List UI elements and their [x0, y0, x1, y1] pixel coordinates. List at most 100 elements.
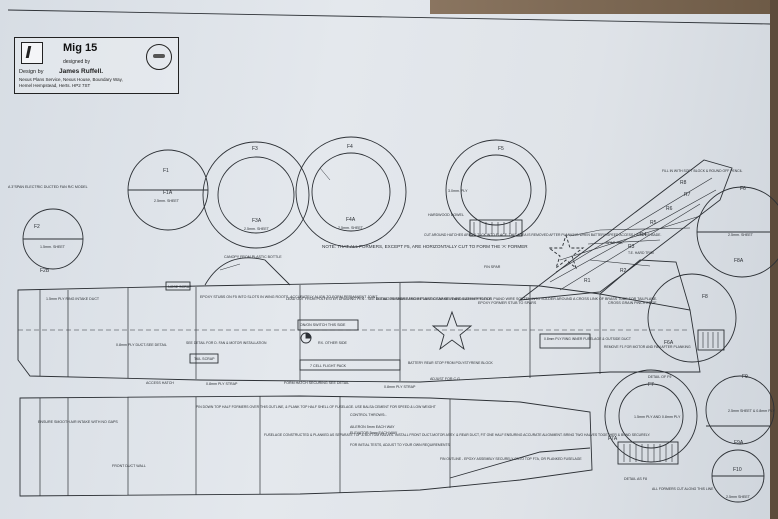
note-formers: NOTE: THAT ALL FORMERS, EXCEPT F5, ARE H… [322, 244, 528, 249]
tail-scrap-box [189, 353, 219, 364]
label-f8-note: 2.5mm SHEET & 0.8mm PLY [728, 409, 775, 413]
label-f1a: F1A [163, 190, 173, 196]
label-f3a: F3A [252, 218, 262, 224]
note-cross-grain: CROSS GRAIN PINCH EDGE [608, 301, 657, 305]
designer-label: Design by [19, 69, 44, 75]
label-f2-note: 1.5mm. SHEET [40, 245, 66, 249]
former-f3-inner [217, 156, 295, 234]
leader-line-1 [319, 167, 331, 181]
ply-ring-box [539, 333, 591, 349]
label-f9a: F9A [734, 440, 744, 446]
switch-box [297, 319, 359, 331]
note-spar-rib: SPAR RIB [606, 241, 623, 245]
address-line-2: Hemel Hempstead, Herts. HP2 7ST [19, 82, 91, 88]
publisher-seal-icon [146, 44, 172, 70]
former-f7-inner [618, 383, 684, 449]
wing-rib-r6 [559, 203, 701, 291]
note-wood-fuselage: 0.8mm PLY RING INNER FUSELAGE & OUTSIDE … [544, 337, 631, 341]
former-f4-inner [311, 152, 391, 232]
label-f4a-note: 2.5mm. SHEET [338, 226, 364, 230]
label-f1a-note: 2.5mm. SHEET [154, 199, 180, 203]
label-f8a: F8A [734, 258, 744, 264]
sheet-border-top [7, 9, 771, 25]
note-fin-spar: FIN SPAR [484, 265, 501, 269]
wing-spar [559, 215, 701, 261]
note-elevator: ELEVATOR SNAKE FROM PLASTIC SNAKE INNER … [376, 297, 657, 301]
label-f10-note: 2.5mm SHEET [726, 495, 751, 499]
f7a-hatched-block [617, 441, 679, 465]
fuselage-plan-view [19, 395, 593, 497]
note-tail-ply: REMOVE F1 FOR MOTOR AND FAN AFTER PLANKI… [604, 345, 691, 349]
label-r7: R7 [684, 192, 691, 198]
note-detail-f9: DETAIL OF F9 [648, 375, 671, 379]
fuselage-star-insignia [431, 310, 473, 351]
label-r1: R1 [584, 278, 591, 284]
leader-line-fin-spar [569, 229, 601, 237]
note-ply-strap: 0.8mm PLY STRAP [206, 382, 238, 386]
note-battery-rear: BATTERY REAR STOP FROM POLYSTYRENE BLOCK [408, 361, 494, 365]
label-f6: F6 [740, 186, 746, 192]
note-fin-outline: FIN OUTLINE - EPOXY ASSEMBLY SECURELY ON… [440, 457, 582, 461]
note-adjust-cg: ADJUST FOR C.G. [430, 377, 461, 381]
note-hardwood: HARDWOOD DOWEL [428, 213, 464, 217]
label-f9: F9 [742, 374, 748, 380]
note-cut-around: CUT AROUND HATCHES AREA & TACK INTO PLAC… [424, 233, 661, 237]
label-r8: R8 [680, 180, 687, 186]
f5-hatched-block [469, 219, 523, 237]
note-access-hatch: ACCESS HATCH [146, 381, 174, 385]
label-f3a-note: 2.5mm. SHEET [244, 227, 270, 231]
label-f7: F7 [648, 382, 654, 388]
label-r3-note: T.E. HARD TRIM [628, 251, 654, 255]
nexus-logo-icon [21, 42, 43, 64]
label-f2b: F2B [40, 268, 50, 274]
wing-planform [518, 159, 733, 301]
label-f4a: F4A [346, 217, 356, 223]
label-f6a: F6A [664, 340, 674, 346]
former-f9-outer [705, 375, 775, 445]
designed-for-label: designed by [63, 59, 90, 65]
fuselage-side-view [17, 281, 701, 383]
wing-rib-r7 [549, 189, 717, 283]
note-control: CONTROL THROWS:- [350, 413, 387, 417]
label-f4: F4 [347, 144, 353, 150]
label-f7-note: 1.5mm PLY AND 0.8mm PLY [634, 415, 681, 419]
note-canopy: CANOPY FROM PLASTIC BOTTLE [224, 255, 282, 259]
address-line-1: Nexus Plans Service, Nexus House, Bounda… [19, 77, 123, 82]
wing-rib-r4 [587, 239, 661, 245]
note-form-hatch: FORM HATCH SECURING SEE DETAIL [284, 381, 349, 385]
note-aileron: AILERON 5mm EACH WAY [350, 425, 395, 429]
note-detail-f8: DETAIL AS F8 [624, 477, 647, 481]
note-fill-soft: FILL IN WITH SOFT BLOCK & ROUND OFF PENC… [662, 169, 743, 173]
label-f1: F1 [163, 168, 169, 174]
note-lead-out: LEAD OUT FROM POLYESTER DRAWING PEN - SE… [286, 297, 493, 301]
title-block: Mig 15 designed by Design by James Ruffe… [14, 37, 179, 94]
former-f5-inner [460, 154, 532, 226]
wing-rib-r8 [555, 177, 713, 273]
former-f8-outer [647, 273, 737, 363]
former-f3-outer [202, 141, 310, 249]
designer-name: James Ruffell. [59, 68, 104, 75]
leader-line-canopy [219, 263, 241, 271]
former-f4-outer [295, 136, 407, 248]
wing-star-insignia [547, 233, 585, 270]
note-flight-pack: 7 CELL FLIGHT PACK [310, 364, 347, 368]
note-elevator-throw: ELEVATOR 5mm EACH WAY [350, 431, 398, 435]
note-epoxy-former: EPOXY FORMER STUB TO SPARS [478, 301, 537, 305]
label-f7a: F7A [608, 436, 618, 442]
label-r6: R6 [666, 206, 673, 212]
former-f5-outer [445, 139, 547, 241]
label-f10: F10 [733, 467, 742, 473]
wing-rib-r5 [599, 227, 691, 231]
note-fan-detail: SEE DETAIL FOR D. FAN & MOTOR INSTALLATI… [186, 341, 267, 345]
wooden-table-side [770, 0, 778, 519]
note-other-side: RX. OTHER SIDE [318, 341, 348, 345]
note-front-duct: FRONT DUCT WALL [112, 464, 146, 468]
former-f7-outer [604, 369, 698, 463]
label-f6-note: 2.5mm. SHEET [728, 233, 754, 237]
nose-scrap-box [165, 281, 191, 291]
plan-title: Mig 15 [63, 42, 98, 54]
note-formers-cut: ALL FORMERS CUT ALONG THIS LINE [652, 487, 714, 491]
label-r4: R4 [640, 232, 647, 238]
